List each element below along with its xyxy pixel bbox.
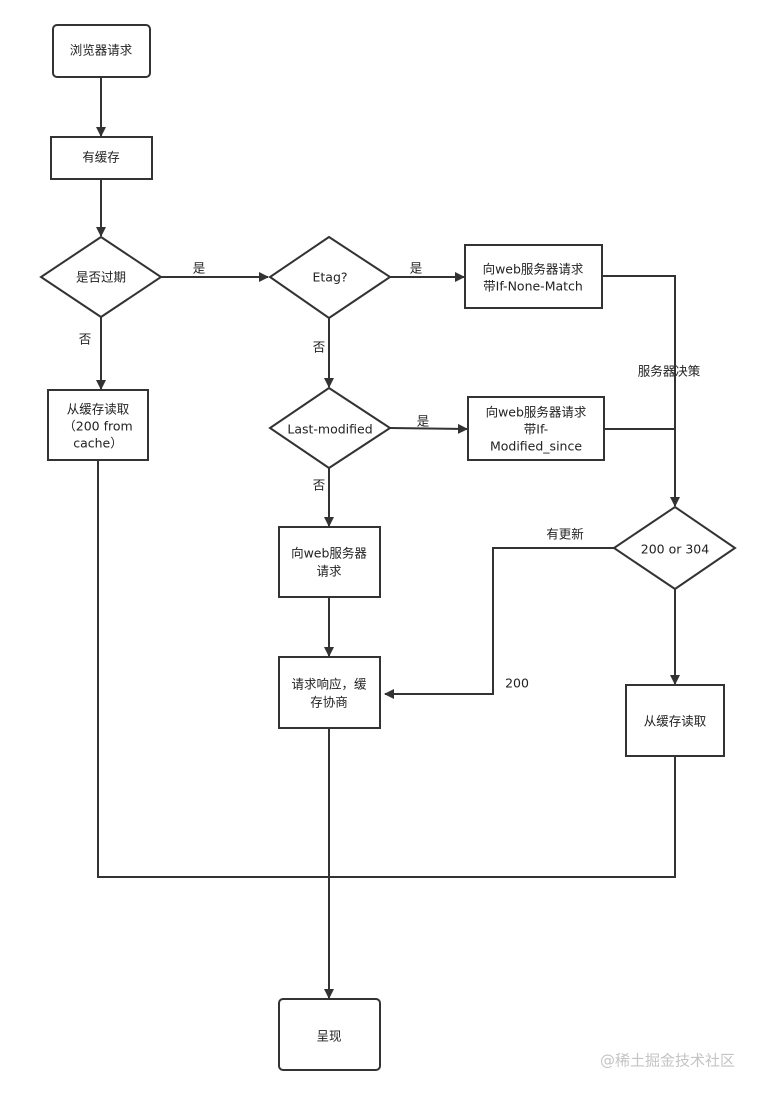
node-browser-request: 浏览器请求 (52, 24, 151, 78)
node-request-if-modified-since: 向web服务器请求 带If- Modified_since (467, 396, 605, 461)
edge-labels: 是 否 是 否 是 否 服务器决策 有更新 200 (79, 261, 701, 691)
edges (96, 78, 680, 999)
edge-read-cache-200-down (97, 460, 329, 878)
node-label: 从缓存读取 (644, 714, 707, 729)
node-label-line2: 存协商 (310, 695, 348, 710)
node-label-line2: 带If-None-Match (483, 279, 583, 294)
node-label: Etag? (312, 270, 347, 285)
node-label-line1: 向web服务器 (291, 546, 367, 561)
node-read-cache-200: 从缓存读取 （200 from cache） (47, 389, 149, 461)
node-label-line2: 带If- (524, 422, 548, 437)
node-last-modified-decision: Last-modified (268, 386, 392, 470)
node-etag-decision: Etag? (268, 235, 392, 320)
label-expired-yes: 是 (193, 261, 206, 276)
node-status-decision: 200 or 304 (612, 505, 737, 591)
node-label: 有缓存 (82, 150, 120, 165)
node-label-line1: 向web服务器请求 (483, 262, 584, 277)
node-expired-decision: 是否过期 (39, 235, 163, 319)
node-request-server: 向web服务器 请求 (278, 526, 381, 598)
node-label-line3: cache） (73, 436, 123, 451)
node-read-cache: 从缓存读取 (625, 684, 725, 757)
node-has-cache: 有缓存 (50, 136, 153, 180)
node-label: 200 or 304 (641, 542, 709, 557)
label-has-update: 有更新 (546, 527, 584, 542)
node-label: Last-modified (287, 422, 372, 437)
edge-read-cache-down (329, 756, 676, 878)
label-last-modified-no: 否 (313, 478, 326, 493)
label-server-decision: 服务器决策 (638, 364, 701, 379)
node-label-line1: 向web服务器请求 (486, 405, 587, 420)
edge-last-modified-yes-to-if-modified-since (389, 423, 468, 434)
label-code-200: 200 (505, 676, 529, 691)
watermark: @稀土掘金技术社区 (600, 1052, 735, 1070)
edge-if-none-match-to-decision (602, 275, 680, 507)
label-last-modified-yes: 是 (417, 414, 430, 429)
edge-decision-200-to-response (384, 547, 614, 699)
node-label: 浏览器请求 (70, 43, 133, 58)
node-request-if-none-match: 向web服务器请求 带If-None-Match (464, 244, 603, 309)
label-etag-no: 否 (313, 340, 326, 355)
node-label-line1: 请求响应，缓 (291, 677, 367, 692)
node-label: 是否过期 (76, 270, 126, 285)
node-response-cache: 请求响应，缓 存协商 (278, 656, 381, 729)
node-label-line2: 请求 (316, 564, 342, 579)
node-label-line2: （200 from (63, 419, 132, 434)
label-expired-no: 否 (79, 332, 92, 347)
node-label-line1: 从缓存读取 (67, 402, 130, 417)
node-render: 呈现 (278, 998, 381, 1071)
node-label: 呈现 (316, 1029, 341, 1044)
node-label-line3: Modified_since (490, 439, 582, 454)
label-etag-yes: 是 (410, 261, 423, 276)
